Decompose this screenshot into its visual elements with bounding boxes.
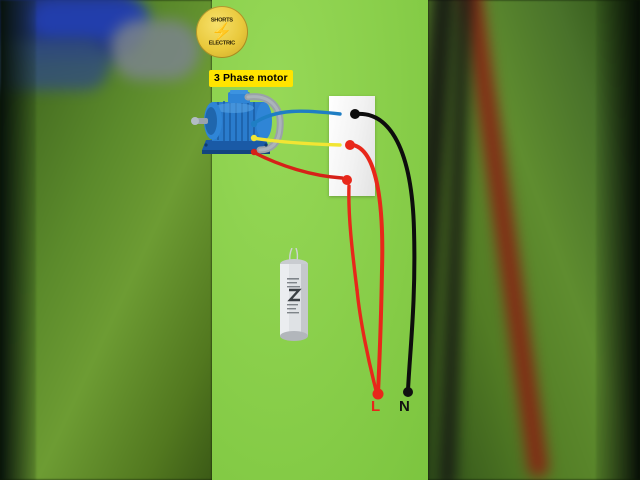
- motor-illustration: [191, 90, 284, 154]
- vignette-left: [0, 0, 36, 480]
- diagram-title: 3 Phase motor: [209, 70, 293, 87]
- blur-shape-pipe-left: [110, 20, 200, 80]
- background-fill-right: [394, 0, 640, 480]
- pin-label-live: L: [371, 398, 381, 415]
- logo-inner: SHORTS ⚡ ELECTRIC: [208, 17, 236, 46]
- lightning-icon: ⚡: [211, 22, 233, 42]
- background-fill-left: [0, 0, 212, 480]
- terminal-plate: [329, 96, 375, 196]
- logo-text-top: SHORTS: [210, 17, 234, 23]
- pin-label-neutral: N: [399, 398, 410, 415]
- logo-text-bottom: ELECTRIC: [208, 40, 236, 46]
- main-diagram-panel: [212, 0, 428, 480]
- vignette-right: [596, 0, 640, 480]
- channel-logo-badge[interactable]: SHORTS ⚡ ELECTRIC: [196, 6, 248, 58]
- capacitor: [280, 248, 308, 341]
